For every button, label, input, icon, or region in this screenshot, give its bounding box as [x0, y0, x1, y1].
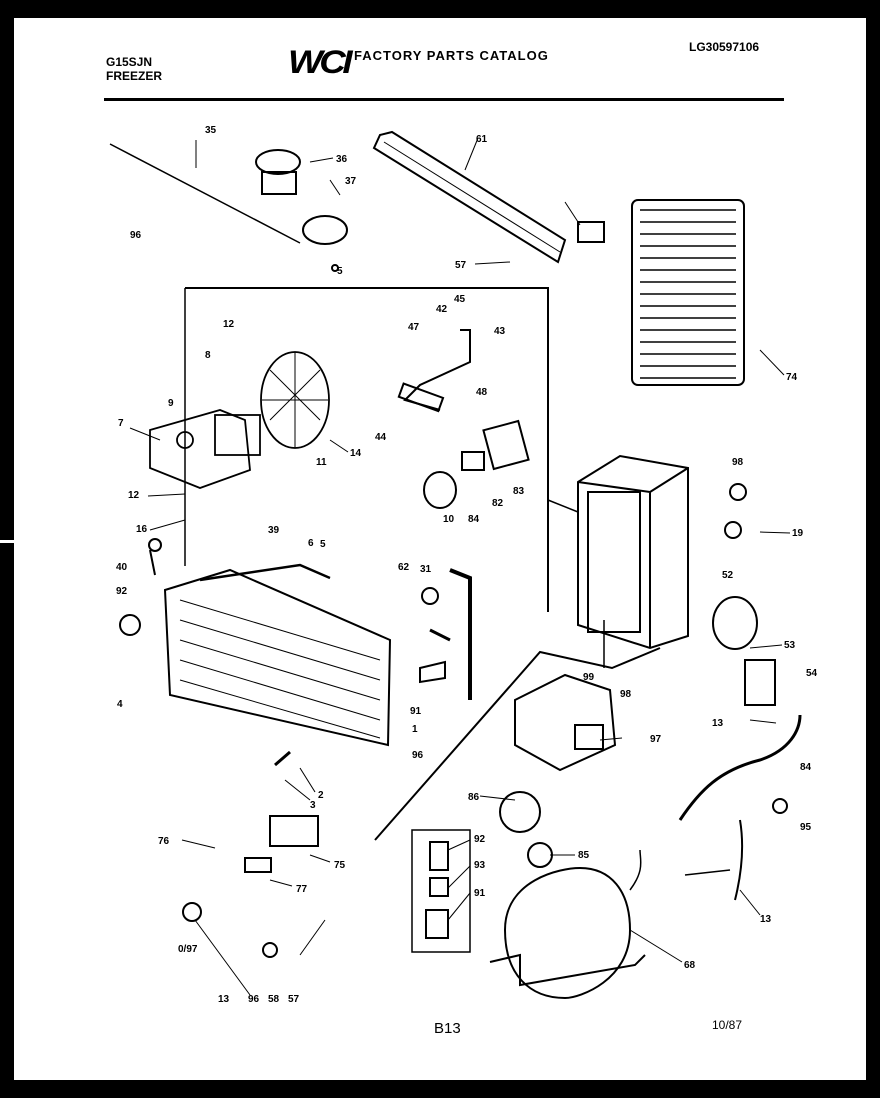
callout-label: 40	[116, 562, 128, 573]
callout-label: 31	[420, 564, 432, 575]
cabinet-outline-bottom	[374, 647, 661, 841]
relay-assembly	[514, 673, 617, 772]
scan-edge-mark	[0, 540, 14, 543]
callout-label: 62	[398, 562, 410, 573]
callout-label: 58	[268, 994, 280, 1005]
callout-labels: 35 36 37 61 96 57 74 5 12 8 9 7 11 14 12…	[116, 125, 818, 1005]
callout-label: 52	[722, 570, 734, 581]
callout-label: 96	[248, 994, 260, 1005]
callout-label: 44	[375, 432, 387, 443]
callout-label: 96	[412, 750, 424, 761]
compressor-68	[489, 849, 646, 1000]
page-code: B13	[434, 1020, 461, 1037]
callout-label: 68	[684, 960, 696, 971]
callout-label: 98	[732, 457, 744, 468]
callout-label: 95	[800, 822, 812, 833]
evaporator-1	[163, 563, 392, 747]
callout-label: 0/97	[178, 944, 198, 955]
cabinet-liner	[577, 454, 689, 650]
callout-label: 96	[130, 230, 142, 241]
callout-label: 85	[578, 850, 590, 861]
callout-label: 16	[136, 524, 148, 535]
callout-label: 10	[443, 514, 455, 525]
catalog-code: LG30597106	[689, 40, 760, 54]
revision-date: 10/87	[712, 1018, 743, 1032]
callout-label: 82	[492, 498, 504, 509]
callout-label: 98	[620, 689, 632, 700]
callout-label: 13	[760, 914, 772, 925]
callout-label: 8	[205, 350, 211, 361]
callout-label: 76	[158, 836, 170, 847]
callout-label: 45	[454, 294, 466, 305]
callout-label: 92	[474, 834, 486, 845]
callout-label: 13	[218, 994, 230, 1005]
callout-label: 47	[408, 322, 420, 333]
callout-label: 61	[476, 134, 488, 145]
fan-motor-assembly	[149, 351, 330, 489]
callout-label: 99	[583, 672, 595, 683]
callout-label: 93	[474, 860, 486, 871]
callout-label: 9	[168, 398, 174, 409]
leader-lines	[129, 137, 791, 996]
callout-label: 3	[310, 800, 316, 811]
callout-label: 83	[513, 486, 525, 497]
callout-label: 53	[784, 640, 796, 651]
callout-label: 84	[800, 762, 812, 773]
cabinet-outline-top	[185, 287, 549, 612]
callout-label: 14	[350, 448, 362, 459]
callout-label: 4	[117, 699, 123, 710]
callout-label: 57	[288, 994, 300, 1005]
product-type: FREEZER	[106, 69, 163, 83]
callout-label: 42	[436, 304, 448, 315]
callout-label: 74	[786, 372, 798, 383]
brand-logo: WCI	[288, 44, 353, 80]
callout-label: 43	[494, 326, 506, 337]
callout-label: 36	[336, 154, 348, 165]
callout-label: 86	[468, 792, 480, 803]
callout-label: 7	[118, 418, 124, 429]
callout-label: 12	[223, 319, 235, 330]
bracket-61	[372, 130, 567, 264]
callout-label: 77	[296, 884, 308, 895]
callout-label: 97	[650, 734, 662, 745]
callout-label: 37	[345, 176, 357, 187]
callout-label: 11	[316, 457, 327, 468]
condenser-coil-74	[631, 199, 745, 386]
callout-label: 39	[268, 525, 280, 536]
callout-label: 13	[712, 718, 724, 729]
callout-label: 19	[792, 528, 804, 539]
callout-label: 5	[320, 539, 326, 550]
callout-label: 6	[308, 538, 314, 549]
catalog-title: FACTORY PARTS CATALOG	[354, 48, 549, 63]
callout-label: 91	[474, 888, 486, 899]
header-rule	[104, 98, 784, 101]
callout-label: 54	[806, 668, 818, 679]
callout-label: 48	[476, 387, 488, 398]
exploded-parts-diagram: 35 36 37 61 96 57 74 5 12 8 9 7 11 14 12…	[109, 125, 818, 1005]
callout-label: 92	[116, 586, 128, 597]
callout-label: 1	[412, 724, 418, 735]
callout-label: 75	[334, 860, 346, 871]
callout-label: 12	[128, 490, 140, 501]
callout-label: 35	[205, 125, 217, 136]
callout-label: 84	[468, 514, 480, 525]
callout-label: 91	[410, 706, 422, 717]
callout-label: 5	[337, 266, 343, 277]
model-number: G15SJN	[106, 55, 153, 69]
callout-label: 57	[455, 260, 467, 271]
parts-catalog-page: G15SJN FREEZER WCI FACTORY PARTS CATALOG…	[14, 18, 866, 1080]
callout-label: 2	[318, 790, 324, 801]
